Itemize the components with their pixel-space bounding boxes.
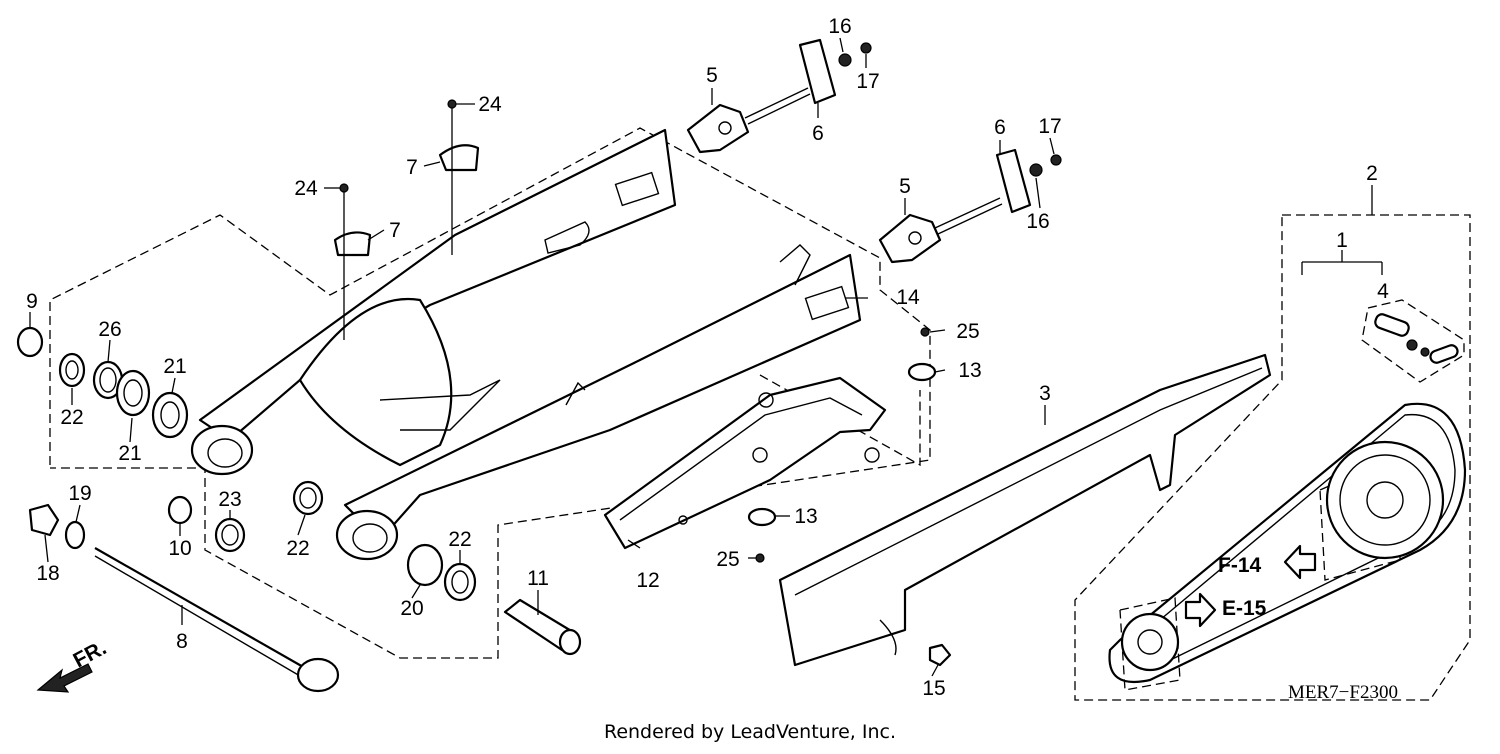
callout-22-left: 22 [60,406,83,429]
callout-21-lower: 21 [118,442,141,465]
callout-26: 26 [98,318,121,341]
swingarm-group-boundary [49,127,931,659]
callout-15: 15 [922,677,945,700]
callout-8: 8 [176,630,188,653]
drive-chain [1108,313,1467,684]
joint-group-boundary [1361,299,1465,383]
callout-17-right: 17 [1038,115,1061,138]
callout-10: 10 [168,537,191,560]
callout-14: 14 [896,286,920,309]
callout-21-upper: 21 [163,355,186,378]
callout-5-left: 5 [706,64,718,87]
chain-clamps [333,99,480,340]
callout-16-right: 16 [1026,210,1049,233]
leader-lines [29,37,1383,677]
callout-24-upper: 24 [478,93,502,116]
reference-e15[interactable]: E-15 [1222,597,1267,620]
swingarm [190,128,862,561]
callout-6-right: 6 [994,116,1006,139]
callout-9: 9 [26,290,38,313]
front-label: FR. [70,636,111,672]
callout-7-lower: 7 [389,219,401,242]
e15-arrow-icon [1184,592,1217,628]
callout-17-left: 17 [856,70,879,93]
callout-23: 23 [218,488,241,511]
callout-7-upper: 7 [406,156,418,179]
chain-adjuster-left [686,38,872,154]
grommets-and-screws [747,327,952,667]
chain-case [778,353,1272,667]
footer-credit: Rendered by LeadVenture, Inc. [604,721,896,743]
callout-12: 12 [636,569,659,592]
callout-1: 1 [1336,229,1348,252]
callout-11: 11 [527,567,549,590]
callout-16-left: 16 [828,15,851,38]
callout-2: 2 [1366,162,1378,185]
reference-arrows [1184,544,1317,628]
callout-25-upper: 25 [956,320,979,343]
callout-18: 18 [36,562,59,585]
callout-4: 4 [1377,280,1389,303]
diagram-code: MER7−F2300 [1288,682,1398,703]
callout-24-lower: 24 [294,177,318,200]
f14-arrow-icon [1283,544,1317,580]
callout-6-left: 6 [812,122,824,145]
callout-20: 20 [400,597,423,620]
front-direction-indicator: FR. [36,636,111,693]
chain-adjuster-right [878,148,1062,264]
chain-slider [603,376,887,550]
pivot-bolt [28,503,340,693]
front-arrow-icon [36,663,93,693]
chain-group-boundary [1074,214,1471,701]
callout-3: 3 [1039,382,1051,405]
callout-numbers: 1 2 3 4 5 5 6 6 7 7 8 9 10 11 12 13 13 1… [26,15,1389,700]
callout-5-right: 5 [899,175,911,198]
callout-22-right: 22 [448,528,471,551]
callout-25-lower: 25 [716,548,739,571]
callout-19: 19 [68,482,91,505]
pivot-collar [503,598,582,656]
callout-13-lower: 13 [794,505,817,528]
callout-13-upper: 13 [958,359,981,382]
callout-22-middle: 22 [286,537,309,560]
reference-f14[interactable]: F-14 [1218,554,1262,577]
